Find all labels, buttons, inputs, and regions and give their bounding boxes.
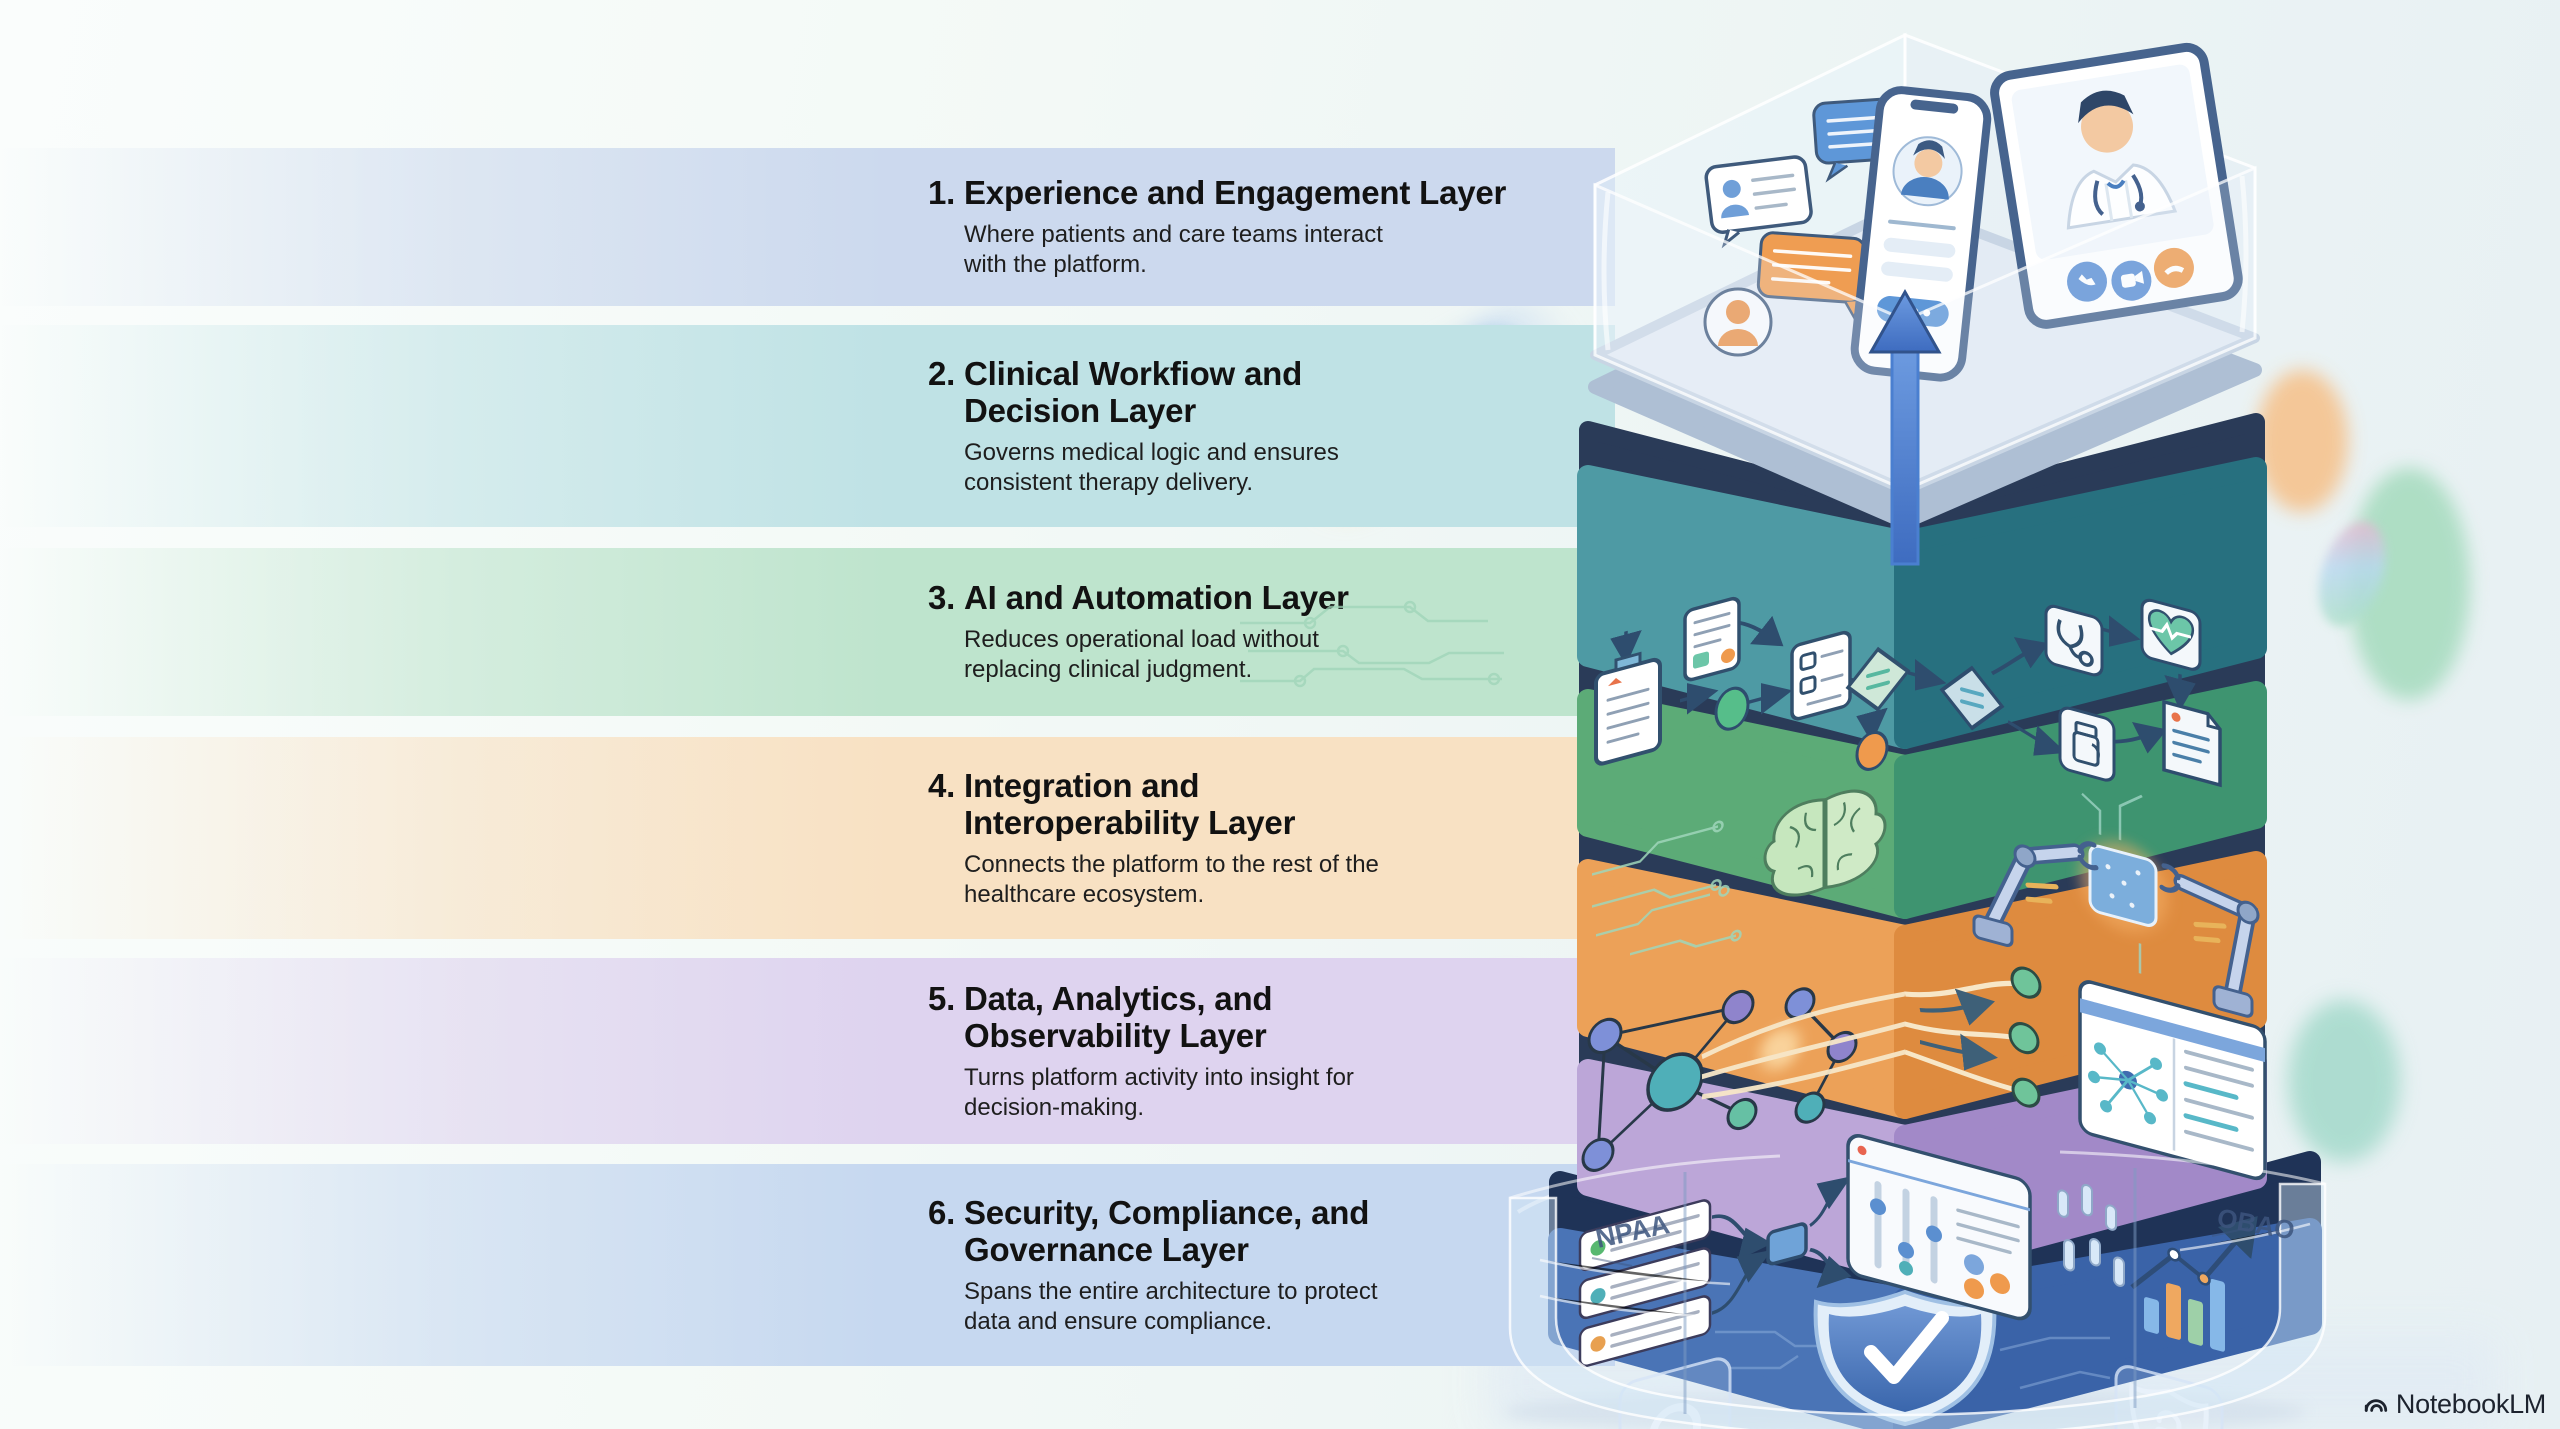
layer-title: Security, Compliance, and Governance Lay…: [964, 1193, 1370, 1268]
clinical-workflow-icon: [1908, 598, 2222, 788]
up-arrow-icon: [1868, 288, 1942, 566]
notebooklm-logo-icon: [2364, 1398, 2388, 1412]
stethoscope-card-icon: [2044, 604, 2104, 677]
architecture-stack-illustration: NPAA OBAO: [1503, 32, 2327, 1429]
layer-description: Where patients and care teams interact w…: [964, 221, 1383, 278]
clipboard-icon: [1594, 651, 1662, 766]
layer-number: 5.: [928, 979, 956, 1017]
layer-title: Clinical Workfiow and Decision Layer: [964, 354, 1303, 429]
layer-title: Data, Analytics, and Observability Layer: [964, 979, 1273, 1054]
network-graph-icon: [1581, 987, 1906, 1172]
document-card-icon: [2162, 699, 2222, 788]
brain-icon: [1763, 789, 1887, 897]
mini-distributions-icon: [2057, 1183, 2125, 1287]
layer-band-5: 5.Data, Analytics, and Observability Lay…: [0, 958, 1615, 1144]
layer-description: Governs medical logic and ensures consis…: [964, 438, 1339, 496]
watermark-label: NotebookLM: [2395, 1389, 2546, 1419]
watermark: NotebookLM: [2363, 1389, 2546, 1420]
decision-diamond-icon: [1845, 646, 1911, 712]
layer-description: Turns platform activity into insight for…: [964, 1063, 1354, 1121]
layer-title: Experience and Engagement Layer: [964, 174, 1507, 211]
decorative-blob: [2348, 468, 2470, 700]
robot-arm-icon: [1972, 841, 2099, 948]
layer-heading: 2.Clinical Workfiow and Decision Layer: [928, 355, 1615, 429]
bar-chart-icon: [2144, 1278, 2225, 1352]
circuit-traces-icon: [1592, 820, 1742, 956]
layer-heading: 4.Integration and Interoperability Layer: [928, 767, 1615, 841]
shield-lock-icon: [2114, 1365, 2224, 1429]
layer-title: AI and Automation Layer: [964, 579, 1349, 616]
layer-description: Spans the entire architecture to protect…: [964, 1277, 1378, 1335]
layer-band-4: 4.Integration and Interoperability Layer…: [0, 737, 1615, 939]
dashboard-icon: [1846, 1134, 2258, 1352]
layer-description: Connects the platform to the rest of the…: [964, 850, 1379, 908]
decision-diamond-icon: [1939, 665, 2005, 731]
layer-heading: 1.Experience and Engagement Layer: [928, 174, 1615, 211]
layer-band-1: 1.Experience and Engagement Layer Where …: [0, 148, 1615, 306]
layer-heading: 6.Security, Compliance, and Governance L…: [928, 1194, 1615, 1268]
browser-window-icon: [2078, 980, 2267, 1181]
layer-heading: 5.Data, Analytics, and Observability Lay…: [928, 980, 1615, 1054]
layer-band-2: 2.Clinical Workfiow and Decision Layer G…: [0, 325, 1615, 527]
heart-pulse-card-icon: [2140, 598, 2202, 671]
layer-band-6: 6.Security, Compliance, and Governance L…: [0, 1164, 1615, 1366]
layer-number: 4.: [928, 766, 956, 804]
data-flow-lines-icon: [1904, 966, 2267, 1181]
layer-number: 3.: [928, 579, 956, 616]
call-buttons-icon: [2067, 247, 2194, 302]
layer-number: 2.: [928, 354, 956, 392]
shield-check-icon: [1813, 1289, 1997, 1427]
clinical-workflow-icon: [1594, 596, 1911, 771]
ai-chip-icon: [2088, 844, 2158, 927]
tablet-video-call-icon: [1990, 42, 2243, 329]
layer-description: Reduces operational load without replaci…: [964, 626, 1319, 683]
chat-card-icon: [1704, 155, 1813, 249]
circuit-traces-decor: [1240, 600, 1504, 688]
pill-bottle-card-icon: [2058, 706, 2116, 782]
layer-heading: 3.AI and Automation Layer: [928, 579, 1615, 616]
layer2-workflow: [1577, 413, 2267, 788]
layer-number: 1.: [928, 174, 956, 211]
layer-band-3: 3.AI and Automation Layer Reduces operat…: [0, 548, 1615, 716]
layer-number: 6.: [928, 1193, 956, 1231]
trend-arrow-icon: [2130, 1216, 2258, 1290]
patient-avatar-icon: [1703, 287, 1773, 357]
layer-title: Integration and Interoperability Layer: [964, 766, 1296, 841]
robot-arm-icon: [2159, 863, 2260, 1018]
